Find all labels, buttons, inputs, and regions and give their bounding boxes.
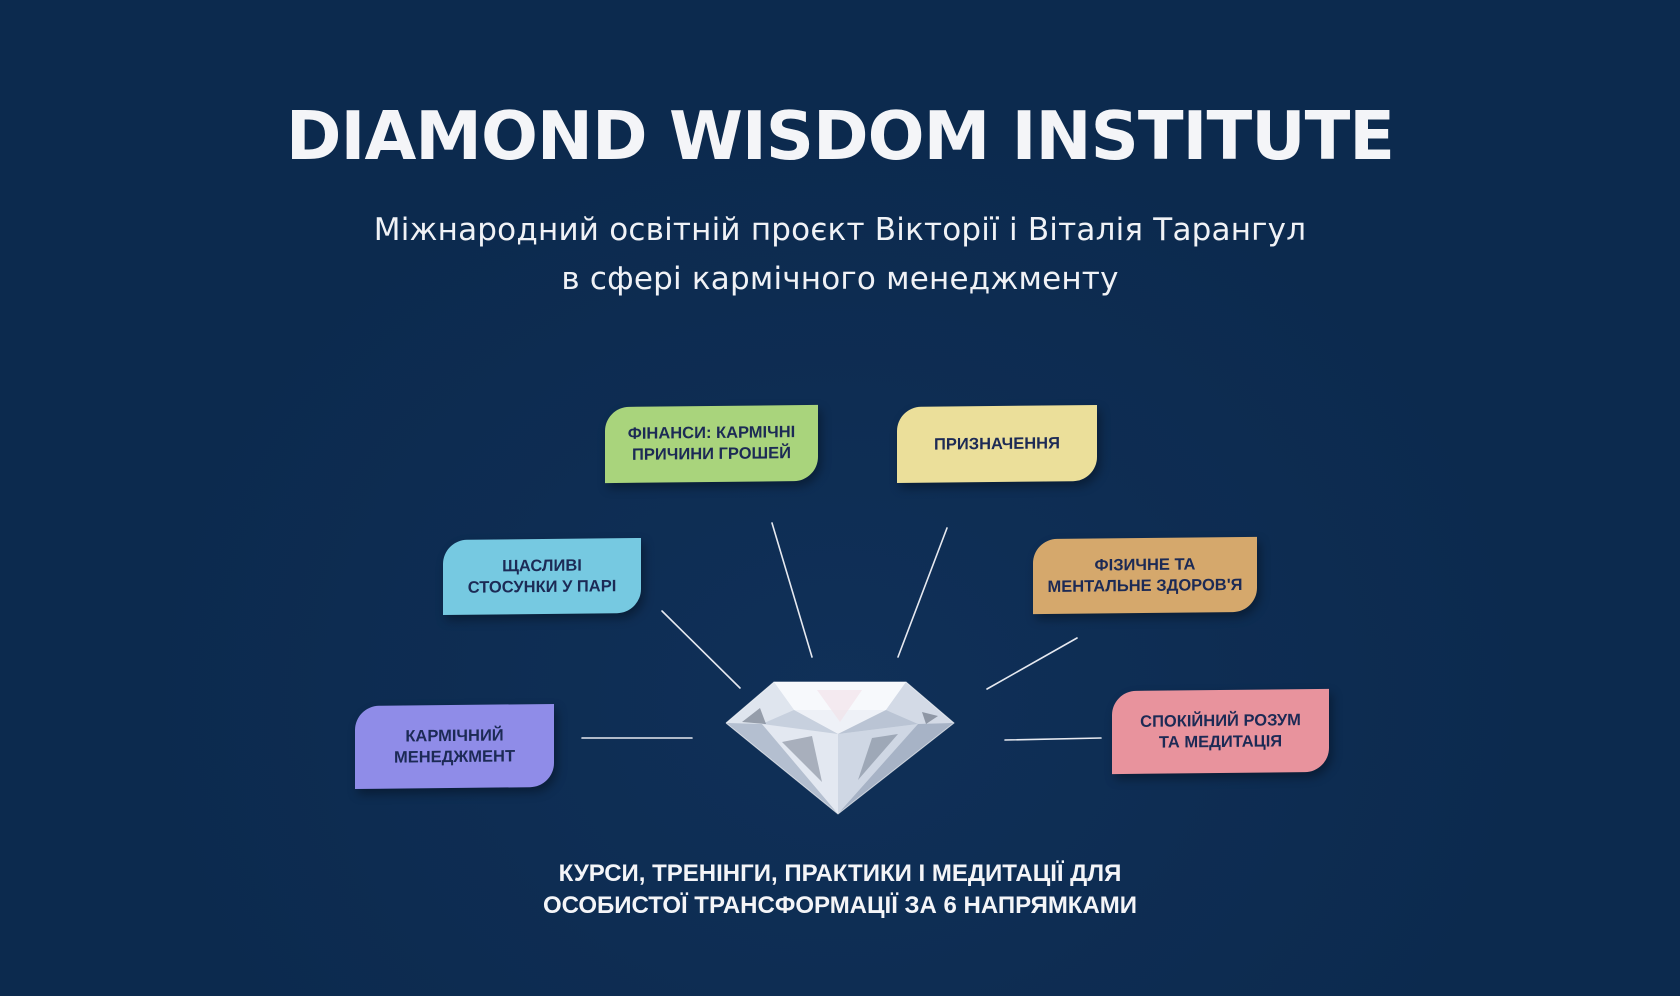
node-calm-mind[interactable]: СПОКІЙНИЙ РОЗУМ ТА МЕДИТАЦІЯ [1112,688,1329,775]
node-label-line-1: ЩАСЛИВІ [502,556,582,575]
node-label-line-2: ТА МЕДИТАЦІЯ [1158,731,1283,752]
footer-line-1: КУРСИ, ТРЕНІНГИ, ПРАКТИКИ І МЕДИТАЦІЇ ДЛ… [558,860,1122,887]
node-label-line-2: ПРИЧИНИ ГРОШЕЙ [632,444,791,464]
node-health[interactable]: ФІЗИЧНЕ ТА МЕНТАЛЬНЕ ЗДОРОВ'Я [1033,536,1257,615]
node-purpose[interactable]: ПРИЗНАЧЕННЯ [897,404,1097,484]
footer-tagline: КУРСИ, ТРЕНІНГИ, ПРАКТИКИ І МЕДИТАЦІЇ ДЛ… [0,858,1680,922]
footer-line-2: ОСОБИСТОЇ ТРАНСФОРМАЦІЇ ЗА 6 НАПРЯМКАМИ [542,892,1138,919]
node-label-line-1: ПРИЗНАЧЕННЯ [934,433,1060,454]
node-label-line-1: ФІНАНСИ: КАРМІЧНІ [627,423,796,443]
node-happy-relationships[interactable]: ЩАСЛИВІ СТОСУНКИ У ПАРІ [443,537,641,616]
connector-calm-mind [1004,737,1102,741]
node-label-line-2: МЕНТАЛЬНЕ ЗДОРОВ'Я [1047,575,1243,596]
subtitle-line-1: Міжнародний освітній проєкт Вікторії і В… [373,212,1307,248]
subtitle: Міжнародний освітній проєкт Вікторії і В… [0,206,1680,304]
node-label-line-1: СПОКІЙНИЙ РОЗУМ [1140,710,1301,731]
node-karmic-management[interactable]: КАРМІЧНИЙ МЕНЕДЖМЕНТ [355,703,554,790]
connector-purpose [897,527,948,658]
node-finance[interactable]: ФІНАНСИ: КАРМІЧНІ ПРИЧИНИ ГРОШЕЙ [605,404,818,484]
connector-health [986,637,1078,690]
node-label-line-2: МЕНЕДЖМЕНТ [393,746,516,767]
node-label-line-1: КАРМІЧНИЙ [405,725,504,746]
connector-happy-relationships [661,610,741,689]
connector-finance [771,522,813,658]
node-label-line-1: ФІЗИЧНЕ ТА [1094,554,1196,575]
page-title: DIAMOND WISDOM INSTITUTE [285,97,1395,175]
diamond-icon [725,681,955,815]
node-label-line-2: СТОСУНКИ У ПАРІ [467,576,617,597]
subtitle-line-2: в сфері кармічного менеджменту [561,261,1119,297]
